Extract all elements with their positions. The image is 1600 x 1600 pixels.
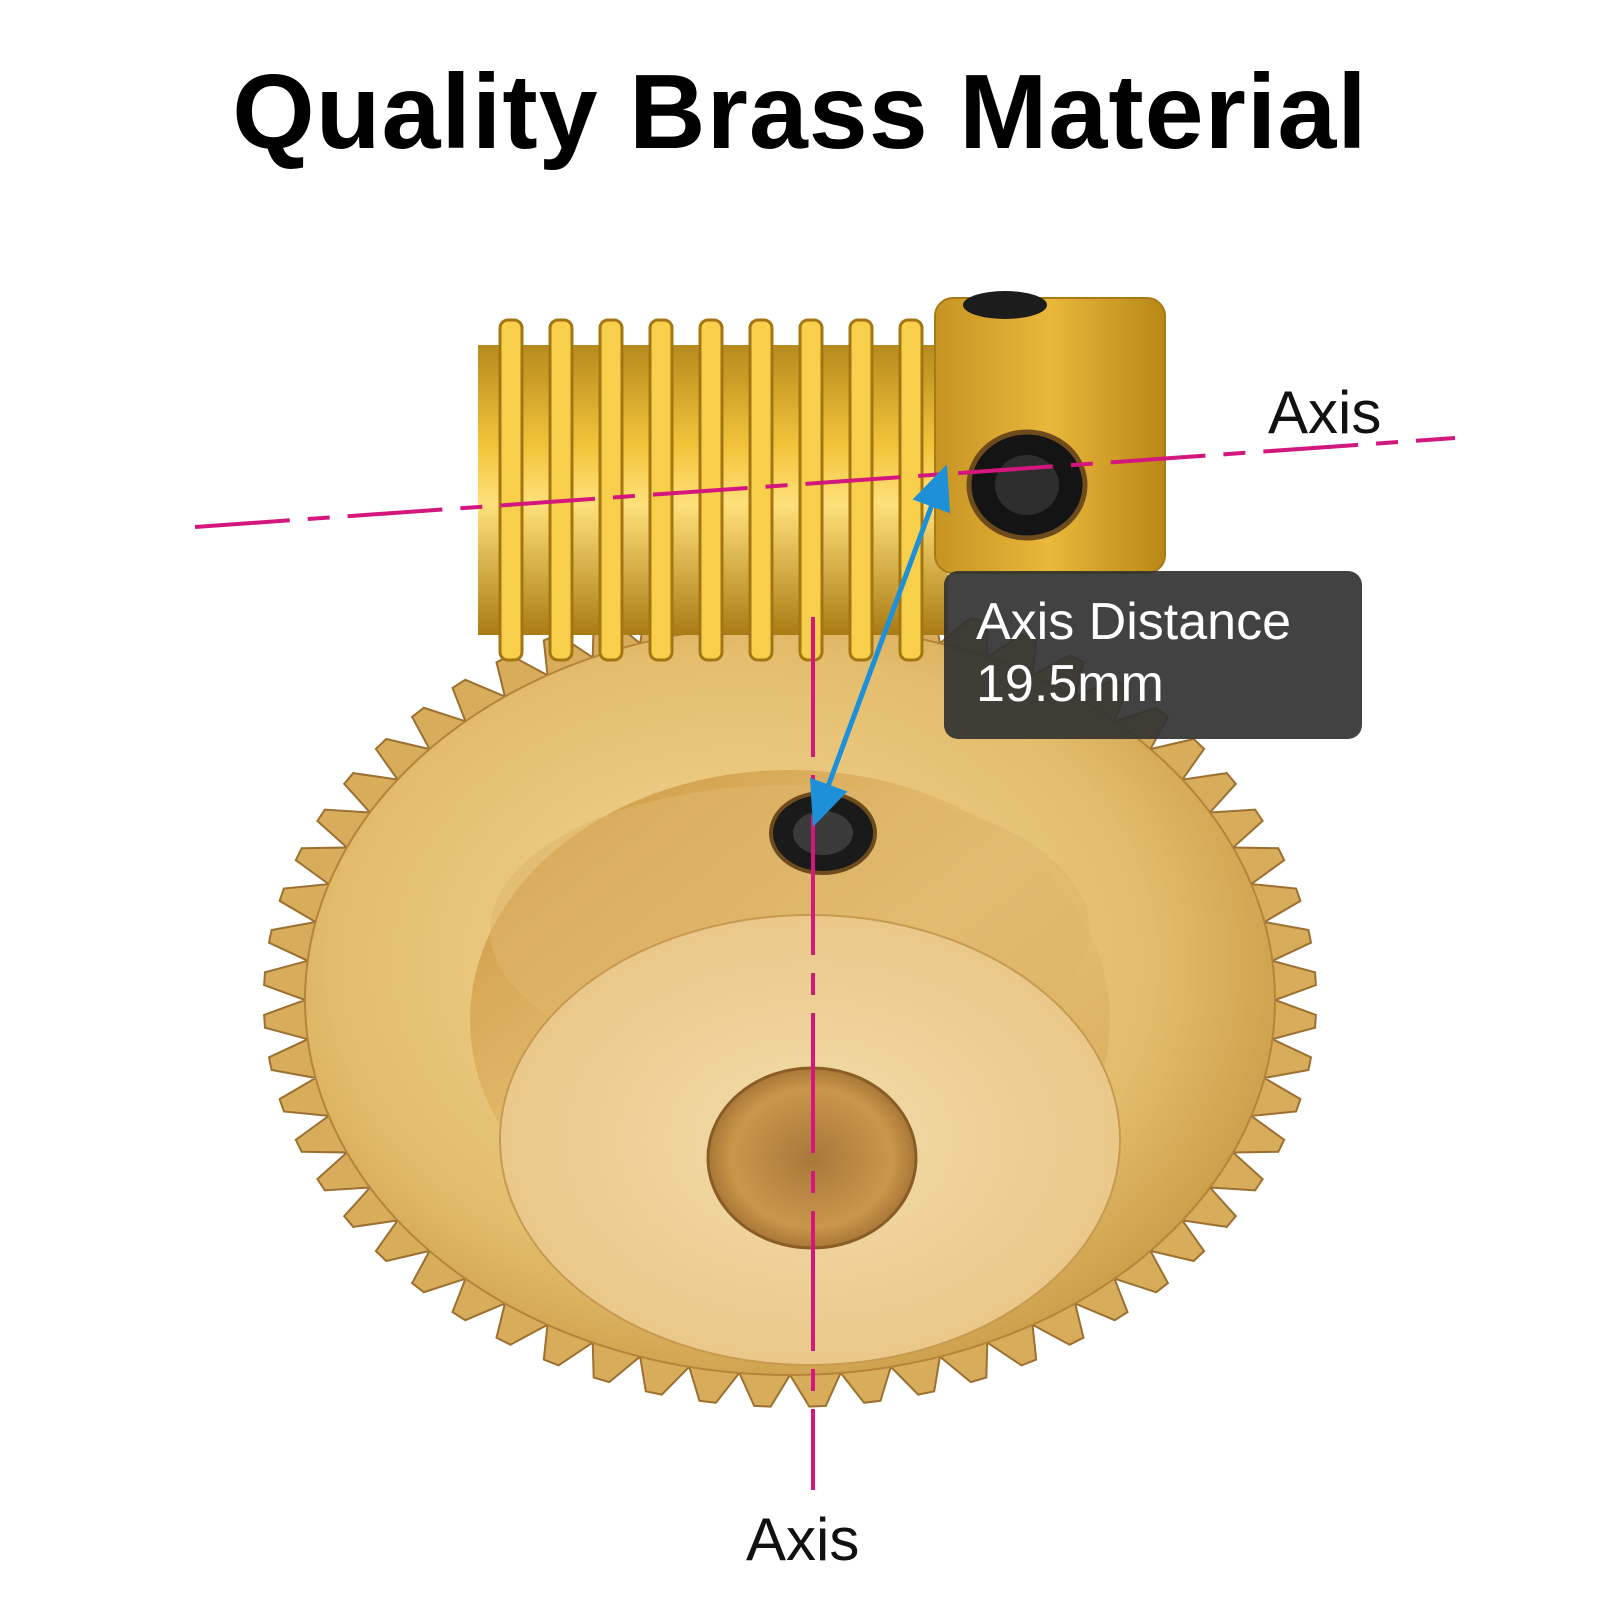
worm-thread [548,318,574,662]
callout-value: 19.5mm [976,655,1164,713]
callout-label: Axis Distance [976,593,1291,651]
worm-wheel [263,592,1317,1408]
worm-thread [898,318,924,662]
worm-thread [748,318,774,662]
worm-thread [848,318,874,662]
worm-thread [798,318,824,662]
axis-distance-arrow [809,464,951,827]
page-title: Quality Brass Material [232,53,1368,171]
worm-thread [598,318,624,662]
axis-label-vertical: Axis [746,1506,860,1573]
axis-distance-callout: Axis Distance 19.5mm [944,571,1362,739]
collar-top-screw-icon [963,291,1047,319]
worm-thread [498,318,524,662]
worm-thread [648,318,674,662]
axis-label-horizontal: Axis [1268,379,1382,446]
